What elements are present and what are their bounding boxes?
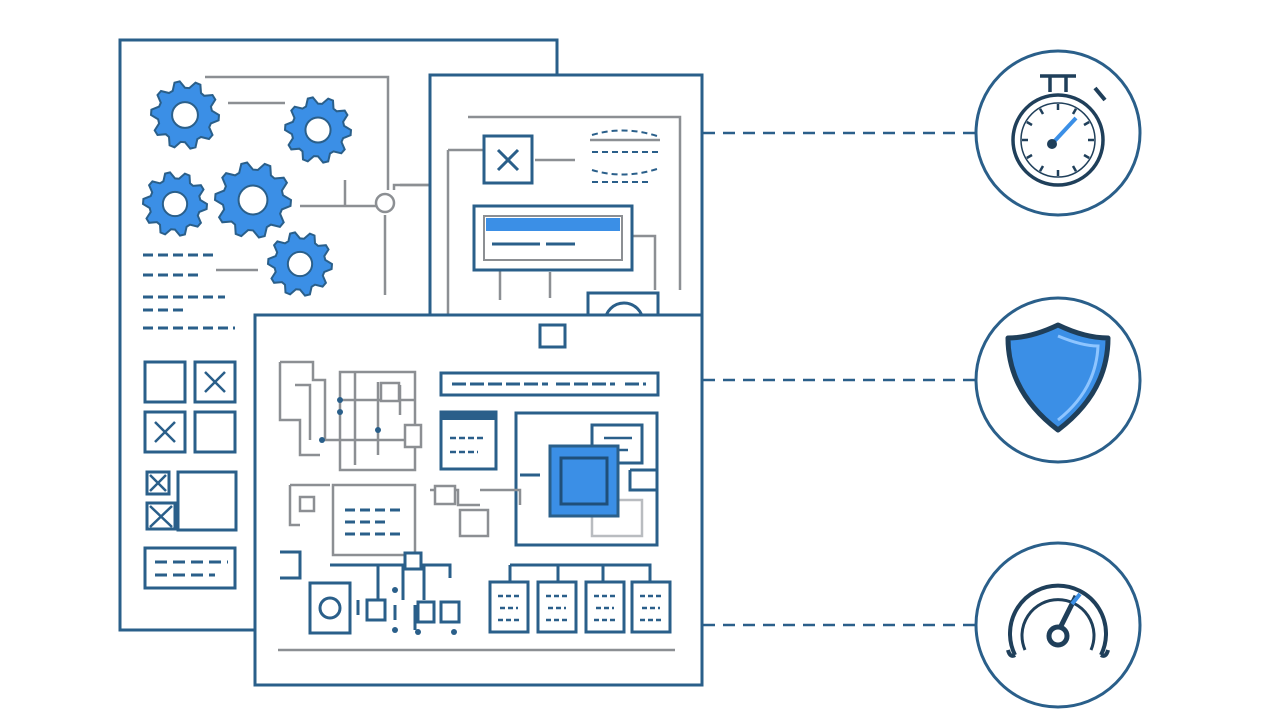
component <box>308 581 352 635</box>
stopwatch-tick <box>1083 153 1090 160</box>
dashed-connectors <box>703 131 976 627</box>
chip-icon <box>548 444 620 518</box>
stopwatch-tick <box>1083 120 1090 127</box>
small-panel <box>439 410 498 471</box>
gear-icon <box>141 80 353 297</box>
stopwatch-tick <box>1038 108 1045 115</box>
shield-icon <box>974 296 1142 464</box>
circuit-lines <box>205 75 430 295</box>
gear-hole <box>171 101 199 129</box>
stopwatch-tick <box>1071 165 1078 172</box>
gear-hole <box>237 184 269 216</box>
stopwatch-tick <box>1038 165 1045 172</box>
stopwatch-tick <box>1026 153 1033 160</box>
gear-hole <box>161 190 189 218</box>
circuit-pads <box>298 381 490 538</box>
header-bar <box>439 371 660 397</box>
gear-hole <box>304 116 332 144</box>
text-lines <box>143 253 235 330</box>
document-front <box>253 313 704 687</box>
junction-node <box>374 192 396 214</box>
stopwatch-tick <box>1071 108 1078 115</box>
stopwatch-icon <box>974 49 1142 217</box>
corner-tab <box>538 323 567 349</box>
bus-lines <box>280 550 652 630</box>
text-lines <box>345 508 400 536</box>
text-lines <box>591 129 661 183</box>
stopwatch-tick <box>1026 120 1033 127</box>
form-lines <box>155 560 228 577</box>
circuit-dots <box>319 397 381 443</box>
progress-fill <box>486 218 620 231</box>
close-icon <box>149 371 226 528</box>
checkbox-grid <box>143 360 238 590</box>
gauge-icon <box>974 541 1142 709</box>
close-icon <box>496 148 520 172</box>
gear-hole <box>286 250 314 278</box>
